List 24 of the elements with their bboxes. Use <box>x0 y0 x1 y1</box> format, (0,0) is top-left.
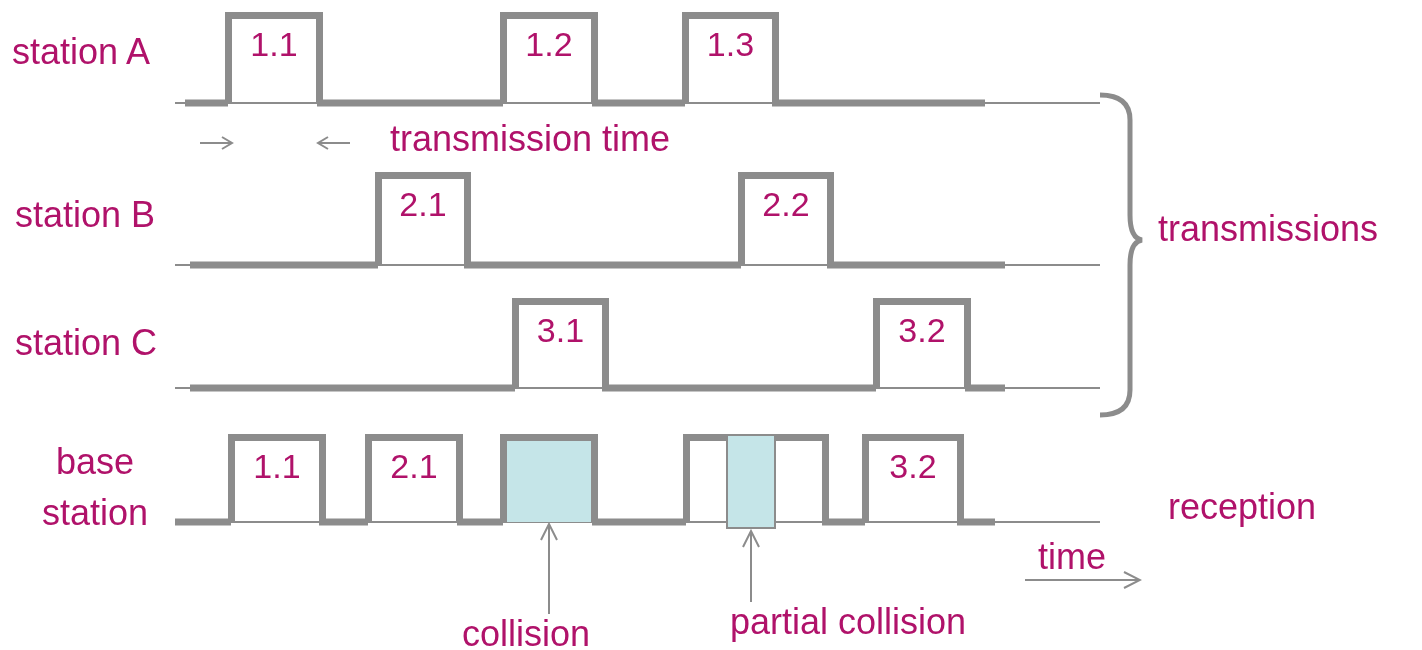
callout-text: partial collision <box>730 600 967 644</box>
station-name: station C <box>15 321 158 365</box>
pulse: 1.1 <box>228 434 326 522</box>
pulse: 3.1 <box>512 298 609 388</box>
bracket-label: transmissions <box>1158 207 1379 251</box>
pulse: 1.2 <box>500 12 598 103</box>
dimension-label: transmission time <box>390 117 671 161</box>
pulse: 2.1 <box>365 434 463 522</box>
pulse: 1.3 <box>682 12 779 103</box>
station-name: station B <box>15 193 156 237</box>
leader-arrow <box>540 523 558 615</box>
callout-text: collision <box>462 612 591 650</box>
leader-arrow <box>742 530 760 603</box>
pulse: 2.2 <box>738 172 834 265</box>
row-label: reception <box>1168 485 1317 529</box>
station-name: base station <box>40 440 150 536</box>
station-name: station A <box>12 30 151 74</box>
pulse: 3.2 <box>862 434 964 522</box>
collision-block <box>500 434 598 522</box>
pulse: 2.1 <box>375 172 471 265</box>
pulse: 1.1 <box>225 12 323 103</box>
axis-label: time <box>1038 535 1106 579</box>
pulse: 3.2 <box>873 298 971 388</box>
collision-block <box>726 434 776 529</box>
